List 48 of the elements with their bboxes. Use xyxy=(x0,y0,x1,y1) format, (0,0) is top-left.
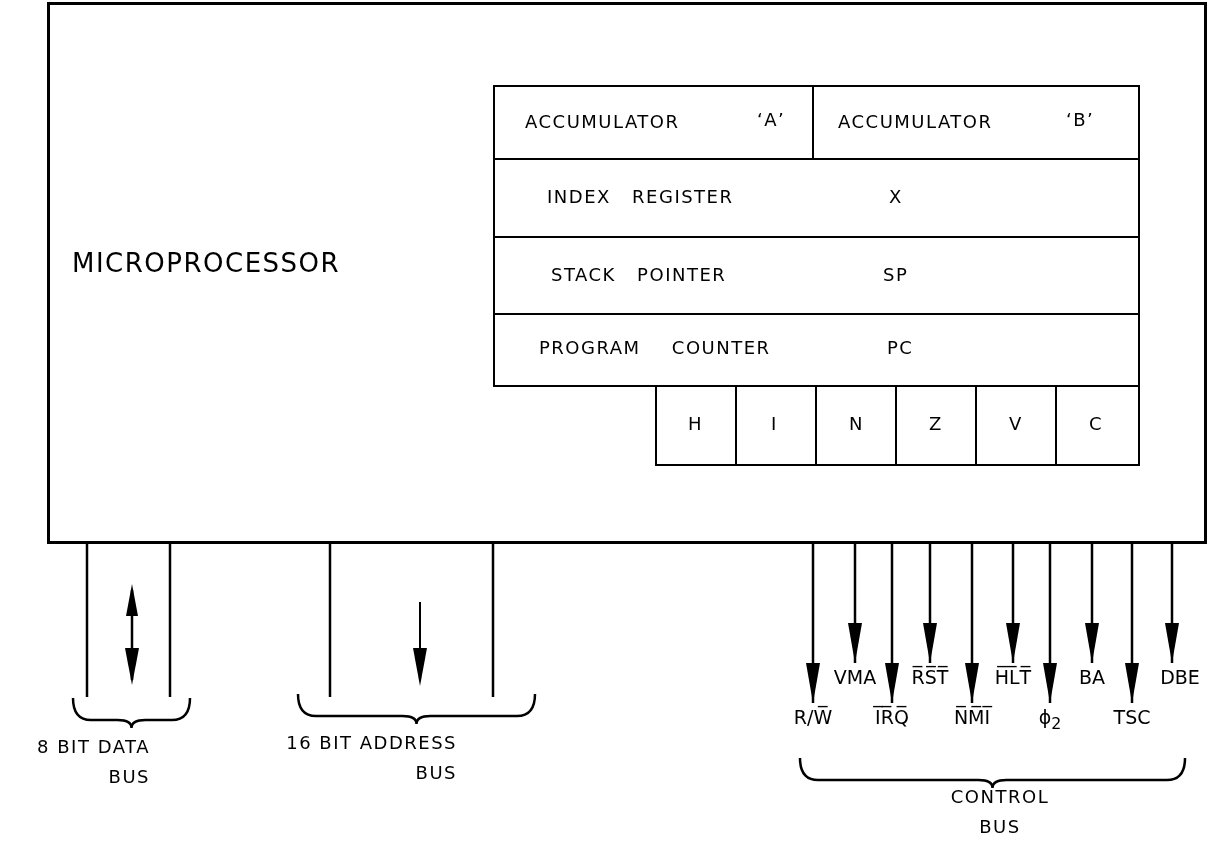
signal-arrow xyxy=(806,544,820,703)
signal-label: R/W̅ xyxy=(781,704,845,734)
microprocessor-box xyxy=(47,2,1207,544)
bus-label: 16 BIT ADDRESS BUS xyxy=(285,731,457,785)
signal-label: N̅M̅I̅ xyxy=(940,704,1004,734)
signal-label: R̅S̅T̅ xyxy=(898,664,962,694)
flag-name: N xyxy=(849,413,864,434)
register-symbol: PC xyxy=(887,337,914,358)
signal-arrow xyxy=(1043,544,1057,703)
signal-label: TSC xyxy=(1100,704,1164,734)
register-name: STACK POINTER xyxy=(551,264,727,285)
signal-arrow xyxy=(1165,544,1179,663)
register-box xyxy=(812,85,1140,160)
flag-name: H xyxy=(688,413,704,434)
bus-label: CONTROL BUS xyxy=(949,785,1051,839)
signal-arrow xyxy=(848,544,862,663)
signal-arrow xyxy=(1006,544,1020,663)
register-name: PROGRAM COUNTER xyxy=(539,337,771,358)
signal-label: ϕ$_{2}$ xyxy=(1018,704,1082,734)
flag-name: V xyxy=(1009,413,1023,434)
signal-label: BA xyxy=(1060,664,1124,694)
register-symbol: X xyxy=(889,186,903,207)
register-box xyxy=(493,236,1140,315)
signal-arrow xyxy=(923,544,937,663)
register-symbol: ‘A’ xyxy=(757,109,786,130)
signal-arrow xyxy=(885,544,899,703)
flag-name: I xyxy=(771,413,778,434)
signal-label: VMA xyxy=(823,664,887,694)
signal-arrow xyxy=(965,544,979,703)
register-symbol: SP xyxy=(883,264,909,285)
register-name: ACCUMULATOR xyxy=(838,111,993,132)
register-name: ACCUMULATOR xyxy=(525,111,680,132)
register-symbol: ‘B’ xyxy=(1066,109,1095,130)
register-name: INDEX REGISTER xyxy=(547,186,734,207)
signal-label: I̅R̅Q̅ xyxy=(860,704,924,734)
bus-label: 8 BIT DATA BUS xyxy=(36,735,150,789)
flag-cell xyxy=(1055,385,1140,466)
register-box xyxy=(493,85,815,160)
signal-arrow xyxy=(1085,544,1099,663)
signal-arrow xyxy=(1125,544,1139,703)
flag-name: C xyxy=(1089,413,1104,434)
chip-title: MICROPROCESSOR xyxy=(72,248,341,278)
flag-name: Z xyxy=(929,413,943,434)
signal-label: DBE xyxy=(1148,664,1212,694)
flag-cell xyxy=(655,385,737,466)
register-box xyxy=(493,313,1140,387)
signal-label: H̅L̅T̅ xyxy=(981,664,1045,694)
register-box xyxy=(493,158,1140,238)
